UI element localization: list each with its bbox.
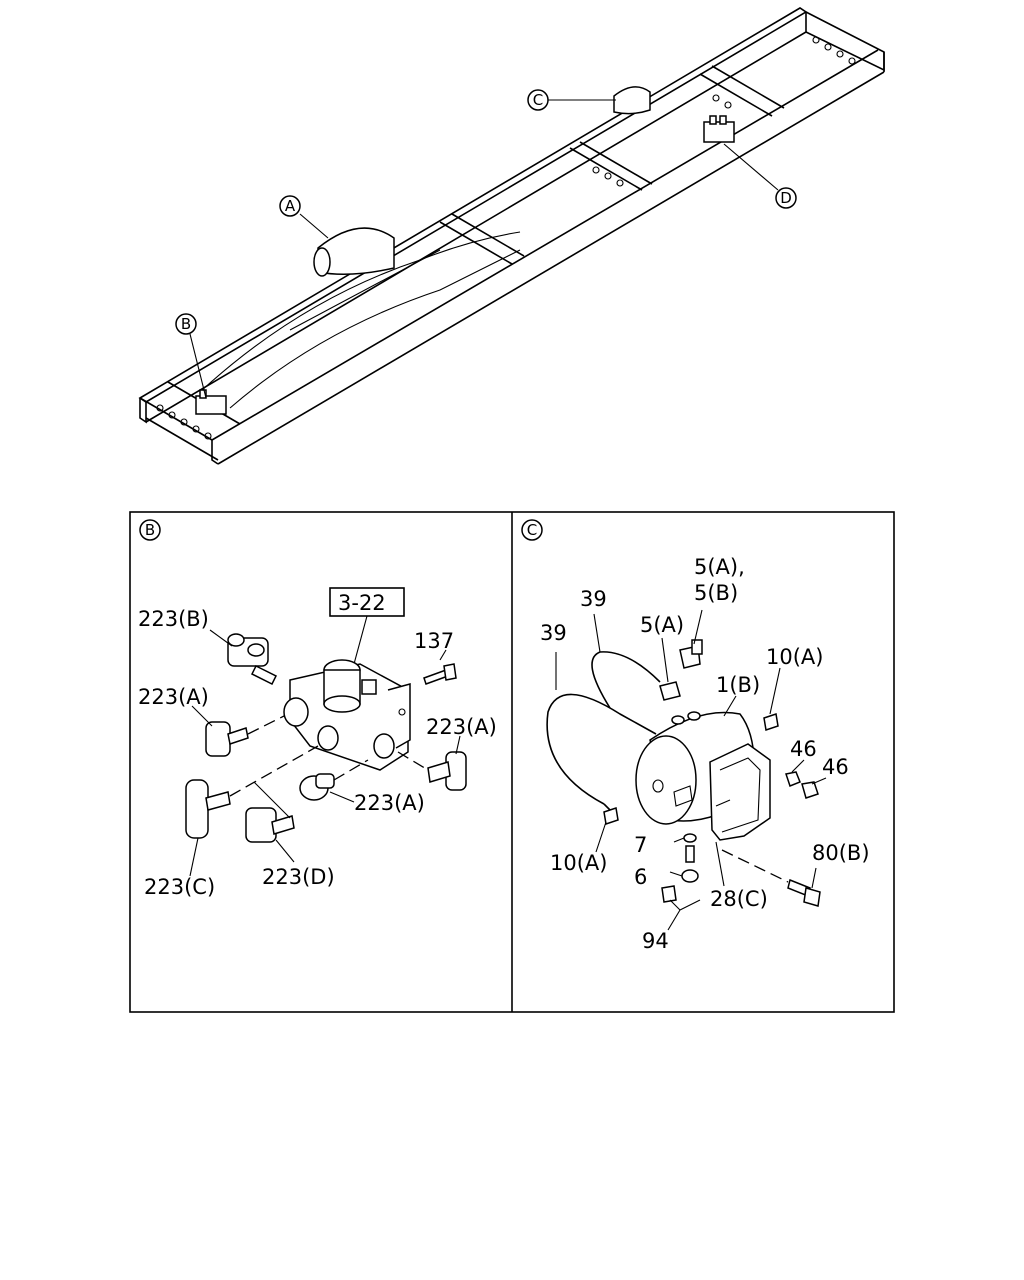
label-6: 6 bbox=[634, 865, 647, 889]
chassis-frame-illustration bbox=[138, 7, 885, 465]
label-5b: 5(B) bbox=[694, 581, 738, 605]
label-1b: 1(B) bbox=[716, 673, 760, 697]
callout-c: C bbox=[527, 89, 616, 111]
panel-b-tag: B bbox=[145, 521, 155, 539]
label-223c: 223(C) bbox=[144, 875, 215, 899]
label-10a-lower: 10(A) bbox=[550, 851, 607, 875]
label-7: 7 bbox=[634, 833, 647, 857]
callout-d-letter: D bbox=[780, 189, 792, 207]
label-223a-right: 223(A) bbox=[426, 715, 497, 739]
fitting-223a-right bbox=[427, 751, 467, 791]
relay-valve-illustration bbox=[283, 659, 411, 771]
label-46-right: 46 bbox=[822, 755, 849, 779]
ref-box-label: 3-22 bbox=[338, 591, 386, 615]
label-39-lower: 39 bbox=[540, 621, 567, 645]
label-10a-upper: 10(A) bbox=[766, 645, 823, 669]
label-94: 94 bbox=[642, 929, 669, 953]
fitting-223a-left bbox=[205, 721, 249, 757]
label-223b: 223(B) bbox=[138, 607, 209, 631]
callout-b: B bbox=[175, 313, 207, 399]
callout-a-letter: A bbox=[285, 197, 296, 215]
label-80b: 80(B) bbox=[812, 841, 870, 865]
air-tank-illustration bbox=[635, 711, 771, 841]
label-223d: 223(D) bbox=[262, 865, 335, 889]
label-46-left: 46 bbox=[790, 737, 817, 761]
label-5a-comma: 5(A), bbox=[694, 555, 745, 579]
label-39-upper: 39 bbox=[580, 587, 607, 611]
fitting-223c bbox=[185, 779, 231, 839]
fitting-223d bbox=[245, 807, 295, 843]
panel-b: B 3-22 bbox=[138, 519, 497, 899]
label-223a-left: 223(A) bbox=[138, 685, 209, 709]
panel-c-tag: C bbox=[527, 521, 537, 539]
label-5a: 5(A) bbox=[640, 613, 684, 637]
callout-d: D bbox=[723, 143, 797, 209]
fitting-223a-center bbox=[299, 773, 335, 801]
panel-c: C bbox=[521, 519, 870, 953]
label-223a-center: 223(A) bbox=[354, 791, 425, 815]
label-137: 137 bbox=[414, 629, 454, 653]
callout-b-letter: B bbox=[181, 315, 191, 333]
fitting-223b bbox=[227, 633, 278, 686]
callout-a: A bbox=[279, 195, 329, 239]
label-28c: 28(C) bbox=[710, 887, 768, 911]
callout-c-letter: C bbox=[533, 91, 543, 109]
